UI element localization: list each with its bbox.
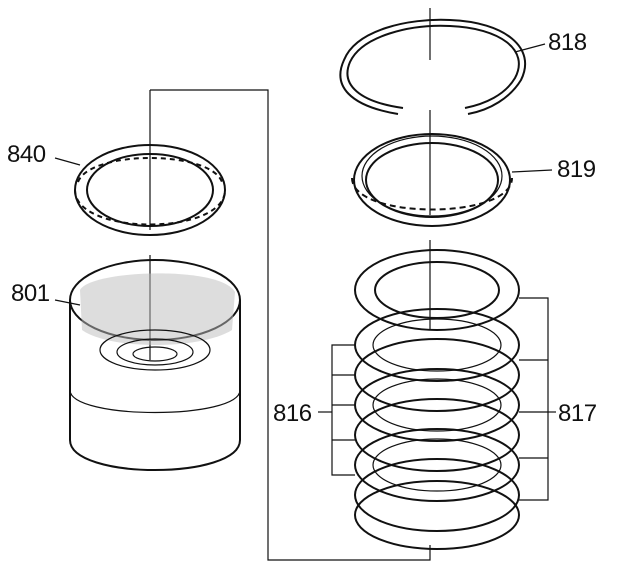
callout-818: 818 bbox=[548, 29, 587, 56]
bracket-817 bbox=[519, 297, 556, 501]
ring-840 bbox=[54, 144, 226, 236]
snap-ring-818 bbox=[339, 18, 546, 115]
callout-816: 816 bbox=[273, 400, 312, 427]
callout-819: 819 bbox=[557, 156, 596, 183]
drum-801 bbox=[54, 259, 241, 471]
clutch-plate-stack bbox=[354, 249, 520, 550]
callout-801: 801 bbox=[11, 280, 50, 307]
bracket-816 bbox=[318, 344, 355, 476]
callout-817: 817 bbox=[558, 400, 597, 427]
backing-plate-819 bbox=[351, 133, 553, 227]
callout-840: 840 bbox=[7, 141, 46, 168]
